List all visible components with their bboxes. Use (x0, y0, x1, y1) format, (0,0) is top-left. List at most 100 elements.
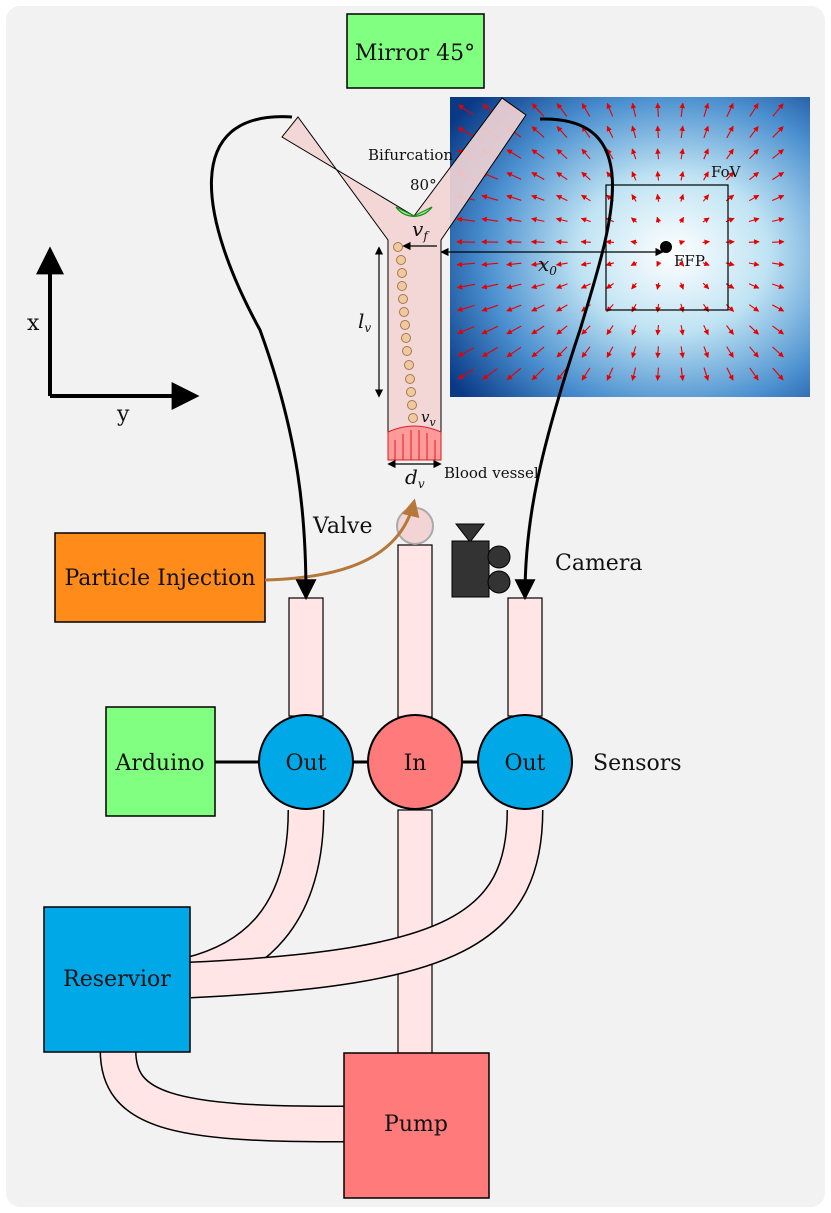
particle (407, 400, 417, 410)
x-axis-label: x (27, 311, 40, 336)
field-arrow (702, 260, 710, 266)
field-arrow (456, 283, 475, 290)
field-arrow (703, 346, 709, 359)
field-arrow (630, 217, 637, 224)
bifurcation-angle-wedge (395, 206, 433, 217)
particle (400, 320, 410, 330)
particle (402, 346, 412, 356)
field-arrow (631, 148, 637, 160)
fov-label: FoV (711, 163, 742, 181)
field-arrow (772, 283, 785, 289)
field-arrow (506, 283, 522, 290)
field-arrow (703, 171, 709, 181)
field-arrow (655, 346, 661, 359)
field-arrow (531, 325, 545, 335)
field-arrow (726, 325, 734, 335)
field-arrow (749, 125, 759, 138)
particle (398, 294, 408, 304)
angle-label: 80° (410, 176, 437, 194)
field-arrow (703, 125, 710, 139)
field-arrow (556, 325, 568, 335)
injection-arrow (264, 498, 420, 582)
field-arrow (630, 239, 638, 246)
arduino-box (105, 706, 216, 817)
field-arrow (748, 194, 760, 202)
field-arrow (703, 367, 710, 381)
particle (405, 374, 415, 384)
field-arrow (631, 171, 637, 181)
field-arrow (749, 367, 759, 381)
field-arrow (481, 304, 499, 312)
field-arrow (772, 325, 784, 335)
field-arrow (678, 282, 684, 290)
tube-out-right-return (189, 809, 542, 997)
field-arrow (555, 239, 568, 245)
particle (404, 360, 414, 370)
camera-label: Camera (555, 551, 642, 576)
field-arrow (679, 102, 685, 117)
field-arrow (655, 367, 661, 381)
field-arrow (531, 216, 545, 223)
particle (393, 242, 403, 252)
field-arrow (655, 125, 661, 139)
field-arrow (581, 325, 591, 335)
field-arrow (726, 102, 734, 117)
field-arrow (481, 261, 499, 268)
field-arrow (506, 346, 522, 358)
field-arrow (679, 171, 685, 181)
field-arrow (605, 283, 614, 289)
field-arrow (679, 125, 685, 139)
field-arrow (556, 194, 568, 202)
field-arrow (771, 217, 785, 223)
field-arrow (581, 171, 591, 181)
field-arrow (630, 102, 637, 117)
field-arrow (772, 171, 785, 181)
field-arrow (556, 171, 568, 181)
field-arrow (748, 261, 760, 267)
field-arrow (605, 261, 615, 267)
field-arrow (703, 102, 710, 117)
field-arrow (531, 103, 545, 117)
field-arrow (678, 260, 685, 267)
field-arrow (556, 103, 568, 117)
y-axis-label: y (116, 402, 130, 427)
fov-box (605, 184, 729, 311)
field-arrow (655, 303, 661, 313)
field-arrow (506, 194, 522, 201)
field-arrow (655, 170, 661, 181)
field-arrow (679, 303, 685, 313)
sensor-out-left (258, 714, 354, 810)
field-arrow (555, 261, 568, 267)
valve-label: Valve (312, 514, 372, 539)
field-arrow (631, 346, 637, 359)
particle (397, 281, 407, 291)
particle (401, 333, 411, 343)
field-arrow (772, 304, 785, 312)
field-arrow (631, 194, 637, 202)
field-arrow (726, 367, 734, 381)
field-arrow (531, 367, 545, 381)
sensors-label: Sensors (593, 751, 682, 776)
field-arrow (726, 346, 734, 358)
field-arrow (655, 282, 662, 290)
field-arrow (506, 261, 522, 267)
field-arrow (655, 325, 661, 336)
lv-symbol: lv (358, 309, 371, 335)
field-arrow (530, 261, 545, 267)
field-arrow (748, 217, 760, 223)
field-arrow (531, 126, 545, 138)
field-arrow (482, 368, 498, 380)
particle (408, 413, 418, 423)
field-arrow (702, 217, 710, 223)
particle (406, 387, 416, 397)
field-arrow (580, 239, 591, 245)
field-arrow (555, 217, 568, 223)
sensor-out-right-label: Out (504, 751, 545, 776)
field-arrow (725, 217, 735, 223)
field-arrow (631, 282, 637, 290)
field-arrow (506, 304, 522, 312)
particle-injection-box (54, 532, 266, 623)
field-arrow (457, 326, 475, 335)
